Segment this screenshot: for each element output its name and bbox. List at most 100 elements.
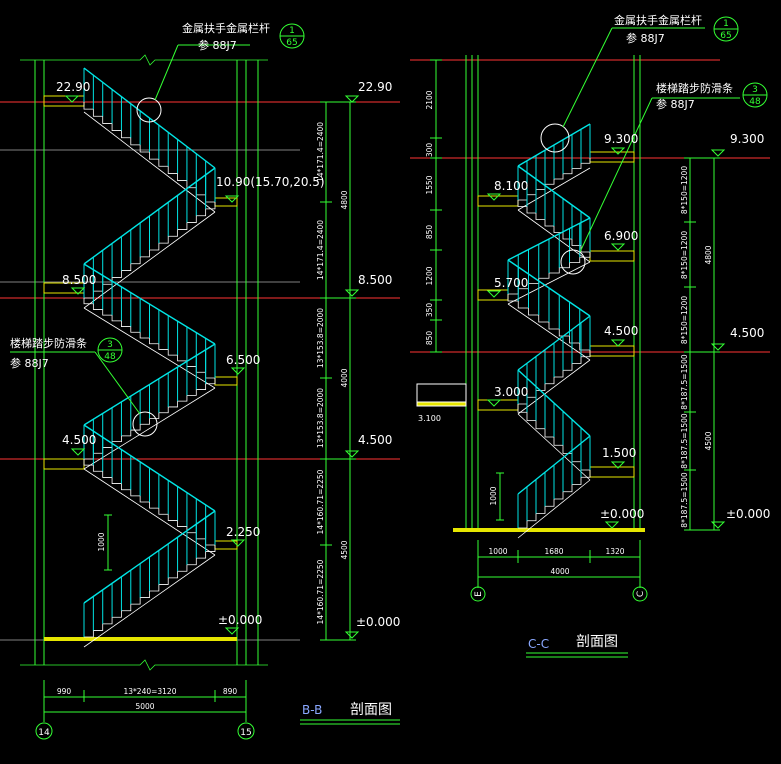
bb-level-850: 8.500 bbox=[62, 273, 96, 287]
cc-dim-4000: 4000 bbox=[550, 567, 569, 576]
cc-leader-railing bbox=[562, 27, 613, 128]
cc-dim-1320: 1320 bbox=[605, 547, 624, 556]
bb-vdim-4: 13*153.8=2000 bbox=[316, 308, 325, 368]
bb-break-lines bbox=[20, 54, 268, 671]
cc-left-dim-texts: 2100 300 1550 850 1200 350 850 bbox=[425, 90, 434, 345]
bb-right-level-2290: 22.90 bbox=[358, 80, 392, 94]
bb-level-1090: 10.90(15.70,20.5) bbox=[216, 175, 325, 189]
cc-level-000: ±0.000 bbox=[600, 507, 644, 521]
bb-level-450: 4.500 bbox=[62, 433, 96, 447]
cc-right-levels: 9.300 4.500 ±0.000 bbox=[726, 132, 770, 521]
cc-canopy bbox=[416, 383, 467, 407]
cc-level-150: 1.500 bbox=[602, 446, 636, 460]
cc-grid-c-label: C bbox=[636, 591, 646, 597]
bb-vdim-2: 4800 bbox=[340, 190, 349, 209]
bb-callout-nosing-sheet: 48 bbox=[104, 352, 116, 362]
cc-flight-7 bbox=[517, 435, 591, 539]
cc-right-dim-texts: 8*150=1200 8*150=1200 8*150=1200 4800 8*… bbox=[680, 166, 713, 528]
cc-rdim-e: 8*187.5=1500 bbox=[680, 354, 689, 410]
cc-level-690: 6.900 bbox=[604, 229, 638, 243]
bb-grid-15-label: 15 bbox=[240, 728, 251, 738]
cc-title-text: 剖面图 bbox=[576, 634, 618, 650]
bb-callout-railing-sheet: 65 bbox=[286, 38, 297, 48]
cc-right-level-000: ±0.000 bbox=[726, 507, 770, 521]
cc-rdim-a: 8*150=1200 bbox=[680, 166, 689, 214]
bb-dim-3120: 13*240=3120 bbox=[124, 687, 177, 696]
cc-right-dim-chain bbox=[684, 157, 720, 531]
bb-rail-height-text: 1000 bbox=[97, 532, 106, 551]
cc-level-450: 4.500 bbox=[604, 324, 638, 338]
bb-title-text: 剖面图 bbox=[350, 702, 392, 718]
bb-vdim-6: 13*153.8=2000 bbox=[316, 388, 325, 448]
bb-right-level-850: 8.500 bbox=[358, 273, 392, 287]
cc-level-triangles bbox=[486, 147, 626, 529]
bb-level-650: 6.500 bbox=[226, 353, 260, 367]
cc-rdim-g: 8*187.5=1500 bbox=[680, 472, 689, 528]
bb-walls bbox=[34, 60, 259, 665]
bb-callout-railing-text: 金属扶手金属栏杆 bbox=[182, 21, 270, 35]
bb-callout-nosing-ref: 参 88J7 bbox=[10, 356, 49, 370]
cc-detail-circle-railing bbox=[540, 123, 570, 153]
bb-level-2290: 22.90 bbox=[56, 80, 90, 94]
bb-vdim-8: 4500 bbox=[340, 540, 349, 559]
cc-callout-nosing-sheet: 48 bbox=[749, 97, 761, 107]
bb-grid-bubble-15: 15 bbox=[237, 722, 255, 740]
bb-vdim-1: 14*171.4=2400 bbox=[316, 122, 325, 182]
section-cc: 金属扶手金属栏杆 参 88J7 1 65 楼梯踏步防滑条 参 88J7 3 48… bbox=[410, 13, 770, 658]
bb-flight-1 bbox=[83, 67, 216, 213]
bb-callout-nosing-text: 楼梯踏步防滑条 bbox=[10, 336, 87, 350]
bb-callout-nosing-bubble: 3 48 bbox=[97, 337, 123, 363]
cc-callout-railing-num: 1 bbox=[723, 19, 729, 29]
bb-callout-railing-bubble: 1 65 bbox=[279, 23, 305, 49]
cc-bottom-dims bbox=[477, 540, 641, 588]
bb-level-225: 2.250 bbox=[226, 525, 260, 539]
cc-ldim-b: 300 bbox=[425, 143, 434, 158]
bb-leader-nosing bbox=[94, 351, 141, 415]
bb-callout-nosing-num: 3 bbox=[107, 340, 113, 350]
cc-rdim-d: 4800 bbox=[704, 245, 713, 264]
bb-leader-railing bbox=[154, 44, 179, 101]
bb-grid-bubble-14: 14 bbox=[35, 722, 53, 740]
cc-left-dim-chain bbox=[430, 59, 442, 353]
bb-dim-5000: 5000 bbox=[135, 702, 154, 711]
bb-vdim-7: 14*160.71=2250 bbox=[316, 469, 325, 534]
bb-right-level-450: 4.500 bbox=[358, 433, 392, 447]
cc-callout-railing-ref: 参 88J7 bbox=[626, 31, 665, 45]
bb-right-level-000: ±0.000 bbox=[356, 615, 400, 629]
bb-stair-flights bbox=[83, 67, 216, 648]
cc-ldim-c: 1550 bbox=[425, 175, 434, 194]
cc-callout-railing-text: 金属扶手金属栏杆 bbox=[614, 13, 702, 27]
cc-callout-railing-sheet: 65 bbox=[720, 31, 731, 41]
bb-detail-circle-nosing bbox=[132, 411, 158, 437]
bb-dim-chain bbox=[320, 101, 356, 641]
cc-rdim-f: 8*187.5=1500 bbox=[680, 413, 689, 469]
cc-level-930: 9.300 bbox=[604, 132, 638, 146]
cc-ground-slab bbox=[453, 528, 645, 532]
bb-level-triangles bbox=[64, 95, 246, 635]
cc-level-810: 8.100 bbox=[494, 179, 528, 193]
cc-callout-nosing-num: 3 bbox=[752, 85, 758, 95]
bb-vdim-9: 14*160.71=2250 bbox=[316, 559, 325, 624]
bb-vertical-dim-texts: 14*171.4=2400 4800 14*171.4=2400 13*153.… bbox=[316, 122, 349, 625]
cc-leader-nosing bbox=[579, 97, 653, 253]
cc-rail-height-dim bbox=[496, 472, 504, 521]
cc-rail-height-text: 1000 bbox=[489, 486, 498, 505]
bb-level-markers: 22.90 10.90(15.70,20.5) 8.500 6.500 4.50… bbox=[56, 80, 325, 627]
cc-level-570: 5.700 bbox=[494, 276, 528, 290]
bb-ground-slab bbox=[44, 637, 237, 641]
bb-callout-railing-ref: 参 88J7 bbox=[198, 38, 237, 52]
bb-detail-circle-railing bbox=[136, 97, 162, 123]
cc-ldim-d: 850 bbox=[425, 225, 434, 240]
cc-grid-e-label: E bbox=[474, 591, 484, 597]
cc-right-level-930: 9.300 bbox=[730, 132, 764, 146]
bb-level-000: ±0.000 bbox=[218, 613, 262, 627]
cc-ldim-a: 2100 bbox=[425, 90, 434, 109]
cc-rdim-h: 4500 bbox=[704, 431, 713, 450]
bb-vdim-3: 14*171.4=2400 bbox=[316, 220, 325, 280]
bb-flight-6 bbox=[83, 510, 216, 648]
cc-title-code: C-C bbox=[528, 637, 549, 651]
section-bb: 金属扶手金属栏杆 参 88J7 1 65 楼梯踏步防滑条 参 88J7 3 48… bbox=[0, 21, 400, 740]
cc-right-level-triangles bbox=[710, 149, 726, 529]
bb-dim-890: 890 bbox=[223, 687, 238, 696]
